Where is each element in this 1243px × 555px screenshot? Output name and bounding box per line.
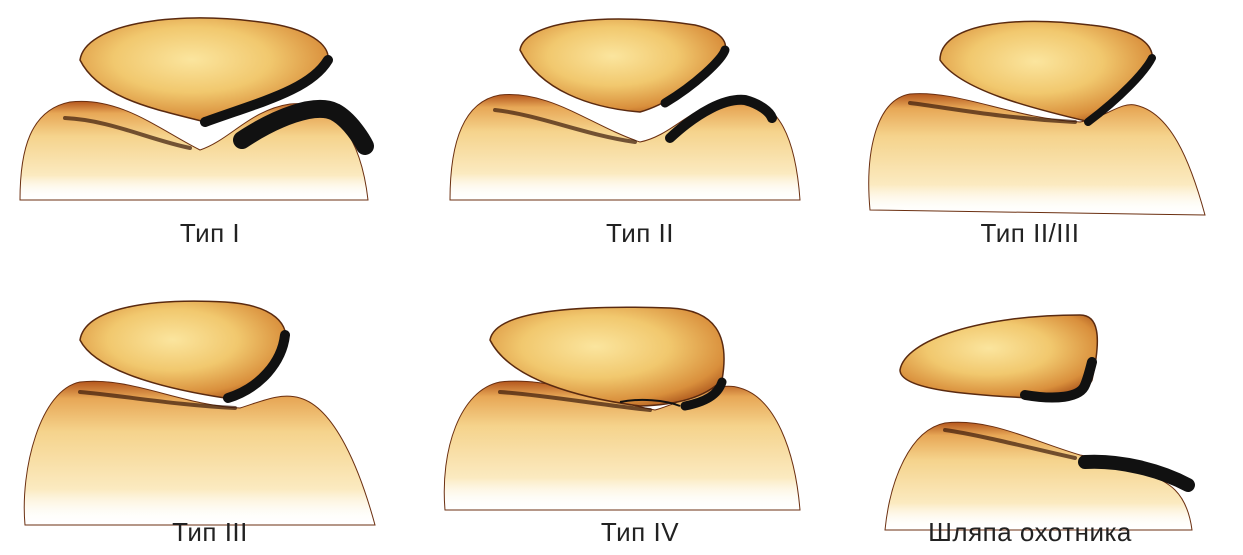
caption-hunters-cap: Шляпа охотника: [830, 517, 1230, 548]
caption-type-2: Тип II: [440, 218, 840, 249]
panel-type-3: Тип III: [10, 280, 410, 555]
femur-condyle: [885, 422, 1192, 530]
caption-type-3: Тип III: [10, 517, 410, 548]
patella: [900, 315, 1097, 398]
panel-hunters-cap: Шляпа охотника: [830, 280, 1230, 555]
femur-condyle: [24, 381, 375, 525]
type-4-illustration: [440, 280, 840, 555]
hunters-cap-illustration: [830, 280, 1230, 555]
caption-type-1: Тип I: [10, 218, 410, 249]
femur-condyle: [869, 94, 1205, 215]
panel-type-2-3: Тип II/III: [830, 0, 1230, 275]
panel-type-4: Тип IV: [440, 280, 840, 555]
caption-type-2-3: Тип II/III: [830, 218, 1230, 249]
panel-type-2: Тип II: [440, 0, 840, 275]
type-3-illustration: [10, 280, 410, 555]
patella: [520, 19, 726, 112]
caption-type-4: Тип IV: [440, 517, 840, 548]
panel-type-1: Тип I: [10, 0, 410, 275]
